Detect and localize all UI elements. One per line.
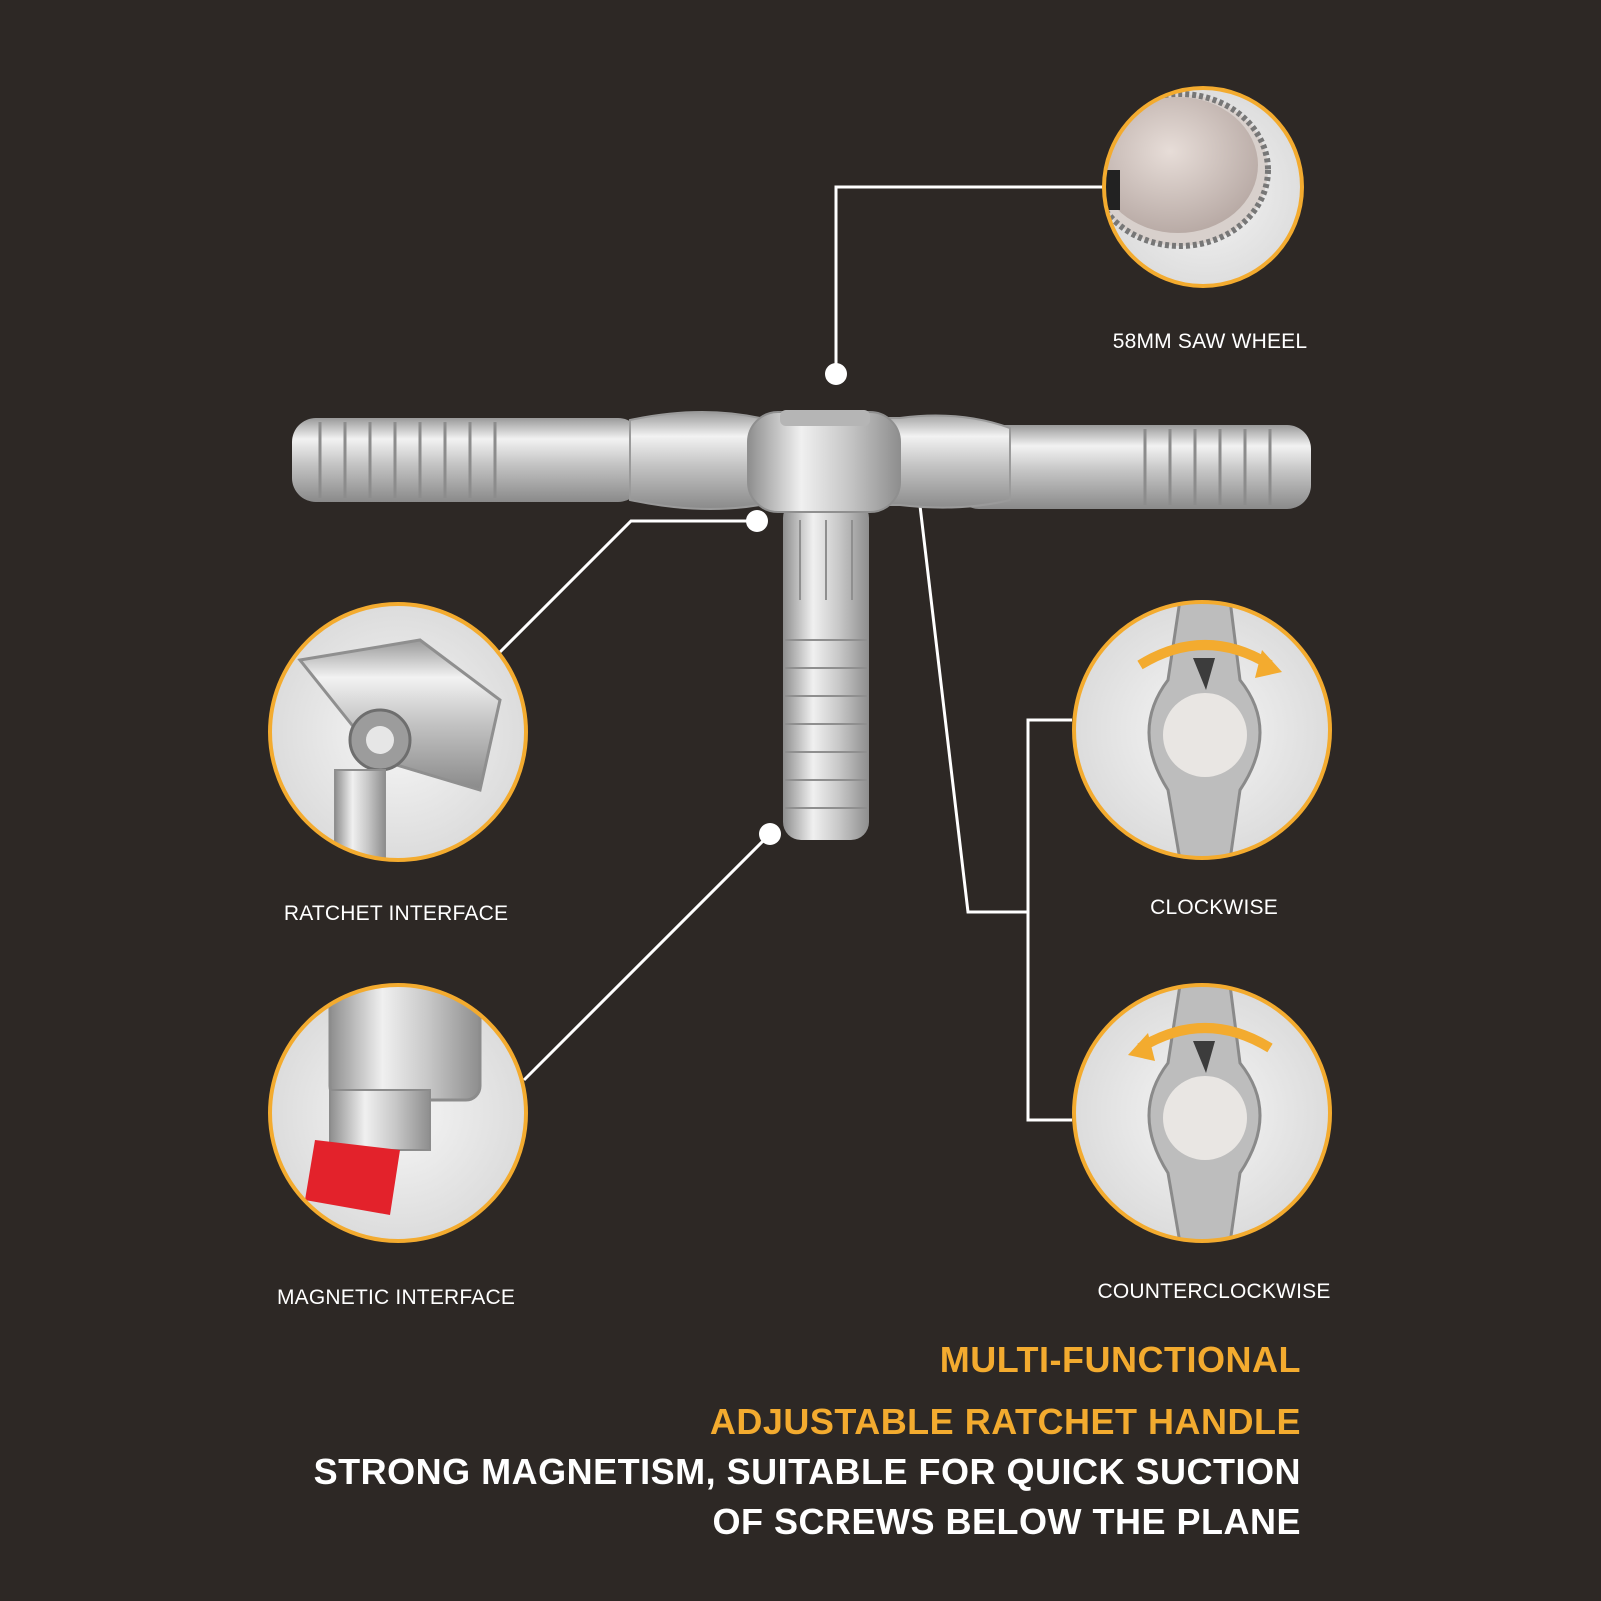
counterclockwise-closeup-image	[1072, 983, 1332, 1243]
connector-lines	[498, 185, 1104, 1122]
label-counterclockwise: COUNTERCLOCKWISE	[1097, 1280, 1331, 1303]
connector-saw-wheel	[834, 185, 1104, 374]
clockwise-closeup-image	[1072, 600, 1332, 860]
headline-line-2: ADJUSTABLE RATCHET HANDLE	[709, 1401, 1301, 1442]
connector-direction	[910, 437, 1028, 914]
magnetic-interface-closeup-image	[268, 983, 528, 1243]
connector-counterclockwise	[1026, 912, 1072, 1122]
ratchet-handle-tool	[292, 410, 1311, 840]
ratchet-interface-closeup-image	[268, 602, 528, 862]
label-ratchet-interface: RATCHET INTERFACE	[283, 902, 509, 925]
headline-line-3: STRONG MAGNETISM, SUITABLE FOR QUICK SUC…	[313, 1451, 1301, 1492]
label-magnetic-interface: MAGNETIC INTERFACE	[276, 1286, 516, 1309]
label-saw-wheel: 58MM SAW WHEEL	[1112, 330, 1308, 353]
connector-ratchet-interface	[498, 519, 757, 654]
connector-clockwise	[1026, 718, 1072, 912]
headline-line-1: MULTI-FUNCTIONAL	[939, 1339, 1301, 1380]
label-clockwise: CLOCKWISE	[1150, 896, 1278, 919]
headline-line-4: OF SCREWS BELOW THE PLANE	[712, 1501, 1301, 1542]
saw-wheel-closeup-image	[1102, 86, 1304, 288]
connector-magnetic-interface	[522, 832, 772, 1082]
